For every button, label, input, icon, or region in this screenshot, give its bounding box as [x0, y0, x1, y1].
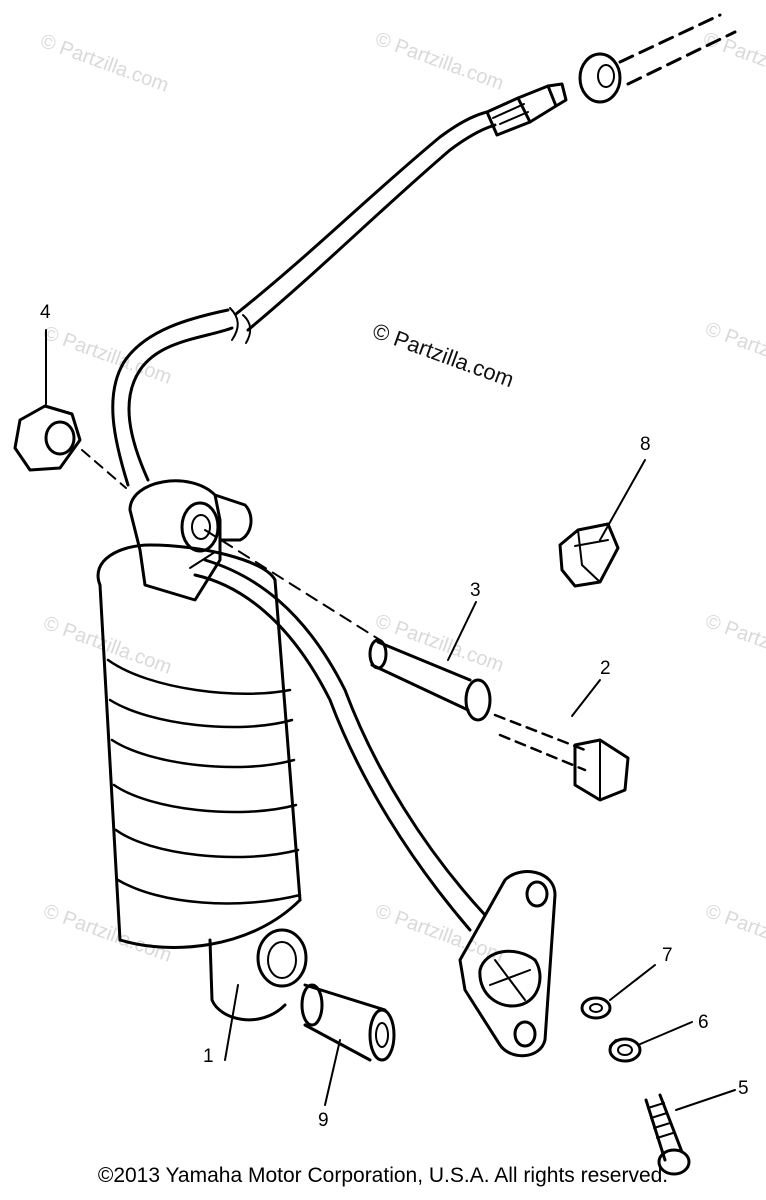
adjuster-cable [189, 529, 487, 932]
callout-8: 8 [640, 434, 651, 455]
adjuster-bracket [458, 870, 557, 1058]
leader-lines [45, 329, 736, 1111]
nut-part-4 [13, 404, 127, 489]
collar-part-9 [300, 983, 396, 1062]
bolt-part-2 [493, 713, 630, 802]
shock-absorber [96, 479, 308, 1022]
collar-part-3 [368, 638, 492, 722]
callout-2: 2 [600, 658, 611, 679]
copyright-notice: ©2013 Yamaha Motor Corporation, U.S.A. A… [97, 1164, 669, 1187]
callout-5: 5 [738, 1078, 749, 1099]
callout-3: 3 [470, 580, 481, 601]
callout-4: 4 [40, 302, 51, 323]
clamp-part-8 [558, 522, 620, 588]
callout-7: 7 [662, 945, 673, 966]
lockwasher-part-6 [608, 1037, 642, 1063]
screw-part-5 [644, 1093, 691, 1176]
callout-6: 6 [698, 1012, 709, 1033]
washer-part-7 [580, 996, 612, 1020]
callout-1: 1 [203, 1046, 214, 1067]
hose [111, 13, 737, 487]
callout-9: 9 [318, 1110, 329, 1131]
